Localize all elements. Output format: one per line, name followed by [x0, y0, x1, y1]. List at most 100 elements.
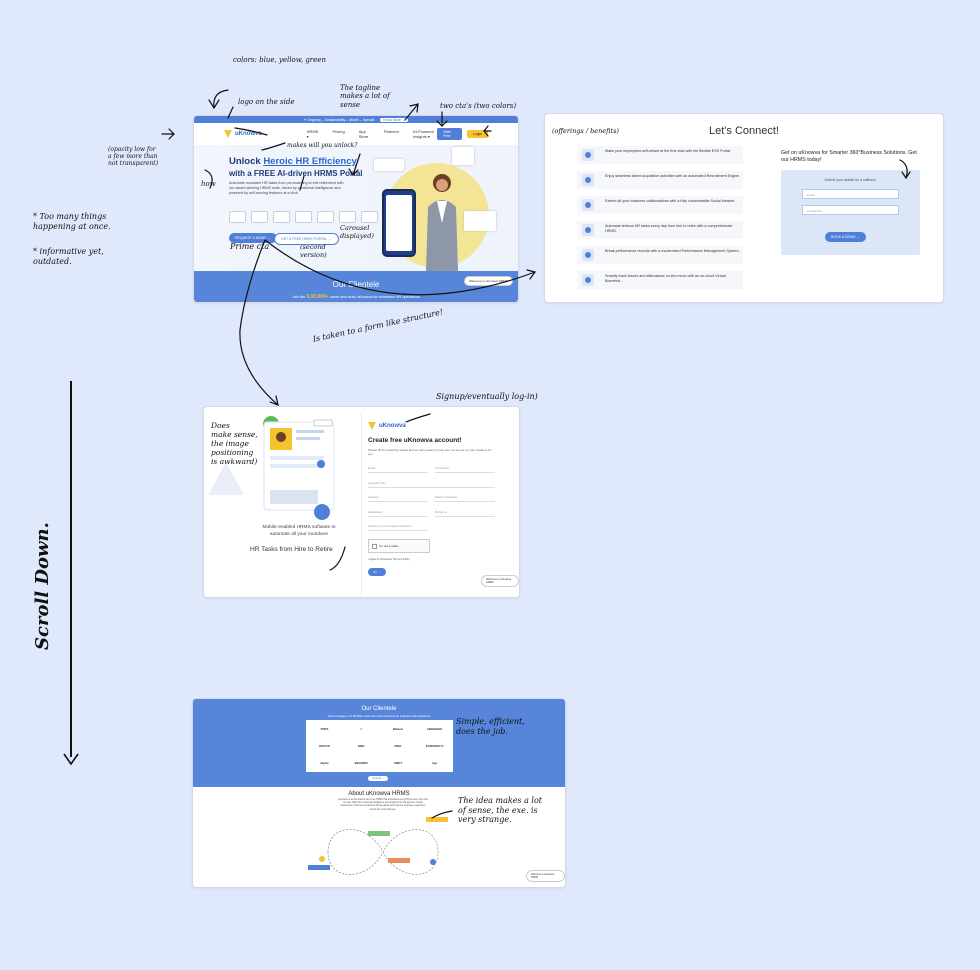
announcement-bar: ✦ Ongoing – Sustainability – Month – Spe…	[194, 116, 518, 123]
clientele-title: Our Clientele	[332, 280, 380, 289]
annotation-tagline: The tagline makes a lot of sense	[340, 84, 390, 109]
view-all-button[interactable]: View All →	[368, 776, 389, 781]
award-badge	[273, 211, 290, 223]
company-site-field[interactable]: Company Site	[368, 479, 495, 488]
signup-illustration-panel: Mobile-enabled HRMS software to automate…	[204, 407, 364, 597]
annotation-informative: * informative yet, outdated.	[33, 247, 104, 266]
client-logo: NWA	[394, 743, 402, 748]
source-select[interactable]: How do you know about uKnowva?	[368, 522, 428, 531]
award-badge	[251, 211, 268, 223]
hero-heading-line2: with a FREE AI-driven HRMS Portal	[229, 169, 363, 178]
nav-item-app-store[interactable]: App Store	[358, 129, 369, 139]
client-logo: ‡	[360, 726, 362, 731]
ess-icon	[582, 149, 594, 161]
phone-mockup	[382, 189, 416, 257]
annotation-prime-cta: Prime cta	[230, 242, 270, 251]
nav-item-pricing[interactable]: Pricing	[332, 129, 345, 134]
mobile-field[interactable]: Mobile no.	[435, 508, 495, 517]
offering-item: Break performance records with a moderni…	[577, 246, 743, 264]
logo-text: uKnowva	[379, 423, 406, 429]
signup-title: Create free uKnowva account!	[368, 437, 462, 444]
clientele-count: 3,00,000+	[306, 294, 329, 300]
email-field[interactable]: Email	[368, 464, 428, 473]
offering-text: Smartly track leaves and attendance on-t…	[605, 274, 726, 284]
main-nav: uKnowva HRMS ▾ Pricing App Store Partner…	[194, 123, 518, 145]
arrow-down-icon	[63, 753, 79, 766]
offering-text: Break performance records with a moderni…	[605, 249, 740, 253]
offering-item: Extend all your business collaborations …	[577, 196, 743, 214]
award-badges	[229, 211, 378, 223]
offering-item: Enjoy seamless talent acquisition activi…	[577, 171, 743, 189]
business-select[interactable]: Select a business	[435, 493, 495, 502]
recruitment-icon	[582, 174, 594, 186]
client-logo: DNR	[357, 743, 365, 748]
captcha-box[interactable]: I'm not a robot	[368, 539, 430, 553]
lets-connect-screenshot: Let's Connect! Make your employees self-…	[544, 113, 944, 303]
demo-form: Submit your details for a callback. Emai…	[781, 170, 920, 255]
clientele-subtitle: Join the league of 3,00,000+ users who t…	[327, 714, 431, 718]
performance-icon	[582, 249, 594, 261]
offering-text: Extend all your business collaborations …	[605, 199, 736, 203]
chat-widget-button[interactable]: Welcome to uKnowva HRMS	[481, 575, 519, 587]
stat-card	[464, 211, 496, 231]
award-badge	[339, 211, 356, 223]
offering-text: Enjoy seamless talent acquisition activi…	[605, 174, 741, 178]
chat-widget-button[interactable]: Welcome to uKnowva HRMS	[464, 276, 513, 286]
captcha-checkbox[interactable]	[372, 544, 377, 549]
announcement-text: ✦ Ongoing – Sustainability – Month – Spe…	[303, 117, 375, 122]
chat-widget-button[interactable]: Welcome to uKnowva HRMS	[526, 870, 565, 882]
login-button[interactable]: Login	[467, 130, 488, 138]
annotation-how: how	[201, 180, 216, 188]
offering-item: Smartly track leaves and attendance on-t…	[577, 271, 743, 289]
free-portal-button[interactable]: GET A FREE HRMS PORTAL →	[274, 233, 339, 245]
captcha-label: I'm not a robot	[379, 544, 399, 548]
hero-person-image	[426, 174, 458, 271]
go-button[interactable]: Go →	[368, 568, 386, 576]
about-title: About uKnowva HRMS	[348, 791, 410, 797]
hero-heading-highlight: Heroic HR Efficiency	[263, 156, 357, 167]
mobile-enabled-text: Mobile-enabled HRMS software to automate…	[262, 525, 336, 537]
nav-item-partners[interactable]: Partners	[383, 129, 399, 134]
signup-screenshot: Mobile-enabled HRMS software to automate…	[203, 406, 520, 598]
signup-illustration	[263, 416, 335, 520]
nav-item-hrms[interactable]: HRMS ▾	[306, 129, 319, 139]
hr-tasks-heading: HR Tasks from Hire to Retire	[250, 546, 333, 553]
signup-logo: uKnowva	[368, 422, 406, 430]
clientele-sub-post: users who trust uKnowva for seamless HR …	[328, 295, 421, 299]
intranet-icon	[582, 199, 594, 211]
request-demo-button[interactable]: REQUEST A DEMO →	[229, 233, 277, 243]
hrms-icon	[582, 224, 594, 236]
logo-icon	[368, 422, 376, 430]
annotation-image-positioning: Does make sense, the image positioning i…	[211, 421, 258, 466]
signup-subtitle: Please fill the following details and we…	[368, 448, 492, 457]
annotation-makes-unlock: makes will you unlock?	[287, 142, 358, 149]
floating-widget	[374, 159, 404, 171]
clientele-sub-pre: Join the	[291, 295, 307, 299]
nav-item-ai-insights[interactable]: AI-Powered Insights ▾	[412, 129, 434, 139]
client-logo: TOPS	[320, 726, 329, 731]
annotation-carousel: Carousel displayed)	[340, 224, 374, 240]
decor-triangle-icon	[208, 462, 244, 495]
logo[interactable]: uKnowva	[224, 130, 262, 138]
annotation-opacity: (opacity low for a few more than not tra…	[108, 146, 159, 168]
hero-heading-pre: Unlock	[229, 156, 264, 167]
offering-item: Make your employees self-reliant at the …	[577, 146, 743, 164]
contact-field[interactable]: Contact No.	[802, 205, 899, 215]
know-more-button[interactable]: Know More →	[380, 117, 409, 122]
terms-checkbox[interactable]: I agree to uKnowva's Terms & Policy	[368, 558, 410, 561]
client-logo: BEAMER	[354, 761, 368, 766]
demo-subtitle: Submit your details for a callback.	[824, 178, 877, 182]
demo-heading: Get on uKnowva for Smarter 360°Business …	[781, 150, 917, 164]
domain-field[interactable]: uknowva	[368, 493, 428, 502]
client-logo: ABHISHEK	[426, 726, 443, 731]
designation-field[interactable]: Designation	[368, 508, 428, 517]
email-field[interactable]: Email	[802, 189, 899, 199]
start-free-button[interactable]: Start Free	[437, 128, 463, 140]
name-field[interactable]: Your Name	[435, 464, 495, 473]
clientele-title: Our Clientele	[361, 706, 397, 712]
award-badge	[229, 211, 246, 223]
book-demo-button[interactable]: BOOK A DEMO →	[825, 232, 866, 242]
scroll-down-arrow-line	[70, 381, 72, 757]
client-logo: Alpha	[320, 761, 329, 766]
